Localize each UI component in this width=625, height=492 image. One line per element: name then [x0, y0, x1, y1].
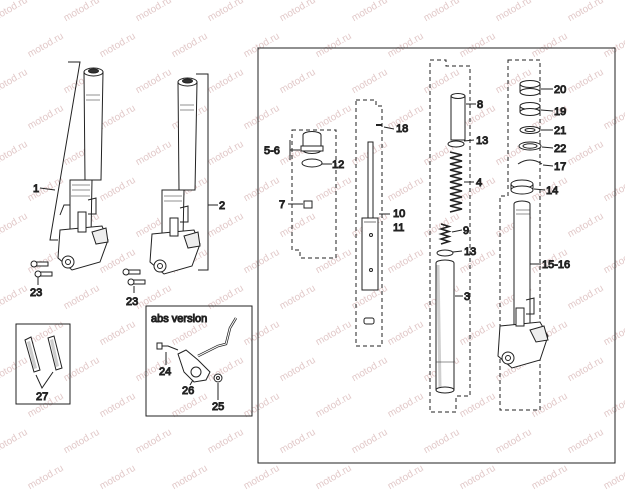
- fork-leg-2: [149, 77, 201, 275]
- main-assembly-frame: [257, 47, 616, 464]
- callout-18: 18: [396, 123, 408, 135]
- part-ring-22: [518, 141, 542, 151]
- callout-5-6: 5-6: [264, 145, 280, 157]
- callout-10: 10: [393, 208, 405, 220]
- callout-17: 17: [554, 161, 566, 173]
- callout-24: 24: [159, 366, 171, 378]
- part-ring-12: [301, 158, 323, 168]
- decal-strips: [24, 335, 63, 373]
- bolts-23-left: [30, 260, 53, 278]
- part-ring-19: [519, 102, 541, 116]
- part-washer-13-lower: [436, 249, 454, 257]
- callout-22: 22: [554, 143, 566, 155]
- part-cap-5-6: [300, 131, 324, 154]
- callout-3: 3: [464, 291, 470, 303]
- decal-inset-frame: [15, 323, 71, 405]
- abs-inset-frame: [145, 305, 253, 417]
- callout-13-upper: 13: [476, 135, 488, 147]
- part-washer-13-upper: [447, 140, 465, 148]
- outer-tube-group-box: [499, 59, 541, 411]
- callout-20: 20: [554, 84, 566, 96]
- callout-25: 25: [212, 401, 224, 413]
- callout-26: 26: [182, 385, 194, 397]
- callout-19: 19: [554, 106, 566, 118]
- part-spring-4: [449, 151, 463, 213]
- callout-23-left: 23: [30, 287, 42, 299]
- spring-group-box: [429, 59, 471, 413]
- callout-23-middle: 23: [126, 296, 138, 308]
- part-ring-20: [519, 80, 541, 96]
- callout-9: 9: [463, 225, 469, 237]
- part-seal-14: [510, 179, 534, 195]
- callout-15-16: 15-16: [542, 259, 570, 271]
- callout-7: 7: [279, 199, 285, 211]
- part-clip-17: [517, 159, 543, 165]
- fork-leg-1: [57, 67, 109, 271]
- bolts-23-middle: [122, 268, 146, 286]
- callout-4: 4: [476, 177, 482, 189]
- part-bushing: [363, 317, 375, 325]
- part-damper-10-11: [361, 141, 379, 291]
- part-outer-tube-15-16: [497, 200, 549, 369]
- callout-12: 12: [332, 159, 344, 171]
- bracket-2: [196, 73, 209, 271]
- callout-2: 2: [219, 200, 225, 212]
- abs-inset-title: abs version: [151, 313, 207, 325]
- damper-group-box: [355, 99, 383, 347]
- part-nut-7: [303, 200, 313, 209]
- callout-27: 27: [36, 391, 48, 403]
- callout-11: 11: [393, 222, 404, 234]
- callout-21: 21: [554, 125, 566, 137]
- callout-14: 14: [546, 185, 558, 197]
- part-spacer-8: [450, 95, 466, 141]
- abs-sensor: [156, 317, 238, 383]
- callout-8: 8: [477, 99, 483, 111]
- leader-1: [39, 187, 56, 191]
- callout-13-lower: 13: [464, 246, 476, 258]
- part-inner-tube-3: [435, 259, 455, 394]
- callout-1: 1: [33, 183, 39, 195]
- part-spring-9: [438, 223, 452, 245]
- part-ring-21: [519, 126, 541, 134]
- bracket-1: [49, 61, 81, 241]
- cap-group-box: [291, 129, 337, 259]
- exploded-parts-diagram: 1 23 2 23 abs version: [15, 47, 616, 464]
